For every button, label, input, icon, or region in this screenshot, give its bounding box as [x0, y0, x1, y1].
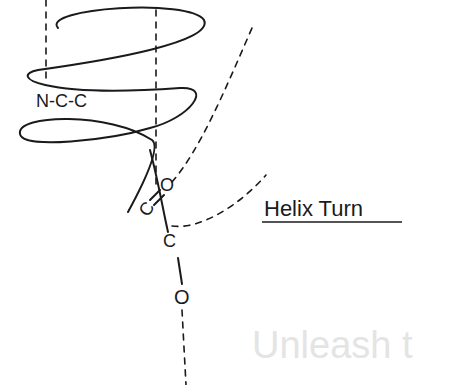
helix-coil: [20, 8, 205, 284]
atom-chain: N-C-C: [36, 92, 87, 110]
atom-label: C: [163, 232, 176, 250]
underline: [262, 221, 402, 223]
watermark: Unleash t: [252, 326, 413, 364]
dashed-line: [172, 28, 252, 182]
atom-label: O: [160, 176, 174, 194]
atom-label: C: [135, 199, 157, 220]
callout-label: Helix Turn: [264, 198, 363, 220]
hydrogen-bonds: [46, 0, 266, 385]
dashed-line: [45, 0, 47, 78]
dashed-line: [155, 10, 157, 188]
helix-backbone: [20, 8, 205, 212]
atom-label: O: [174, 287, 190, 307]
dashed-line: [172, 175, 266, 226]
bond-line: [178, 258, 182, 284]
dashed-line: [182, 310, 186, 385]
